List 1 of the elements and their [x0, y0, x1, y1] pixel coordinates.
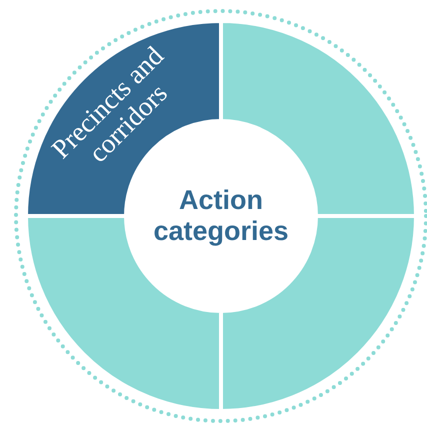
center-title: Action categories [152, 185, 290, 247]
